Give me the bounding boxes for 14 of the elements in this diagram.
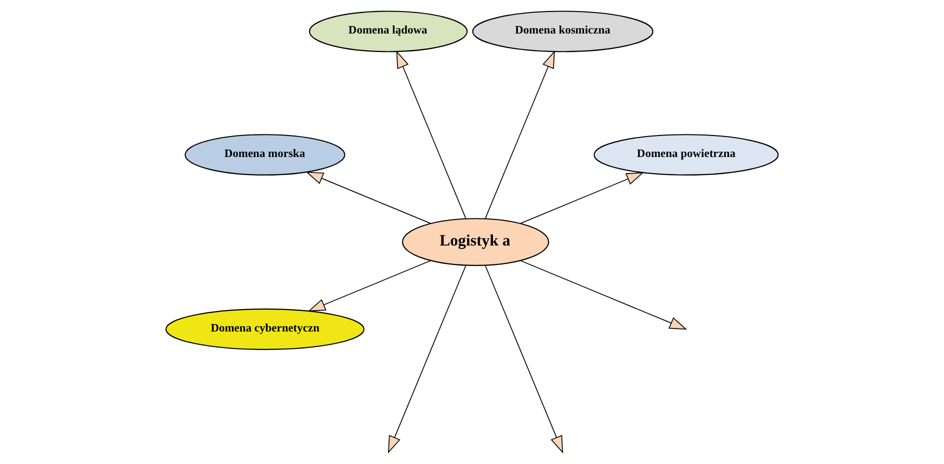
node-ellipse: Domena lądowa xyxy=(308,10,468,52)
node-ellipse: Logistyk a xyxy=(402,218,550,266)
node-ellipse: Domena morska xyxy=(184,134,346,176)
arrow xyxy=(306,172,432,224)
arrow xyxy=(520,172,644,224)
arrow xyxy=(520,260,688,330)
arrow xyxy=(484,50,555,220)
arrow xyxy=(484,264,564,454)
arrow xyxy=(388,264,466,454)
node-ellipse: Domena kosmiczna xyxy=(472,10,654,52)
arrow xyxy=(396,50,466,220)
node-ellipse: Domena powietrzna xyxy=(594,134,779,176)
arrow xyxy=(308,260,432,312)
node-ellipse: Domena cybernetyczn xyxy=(165,308,364,350)
